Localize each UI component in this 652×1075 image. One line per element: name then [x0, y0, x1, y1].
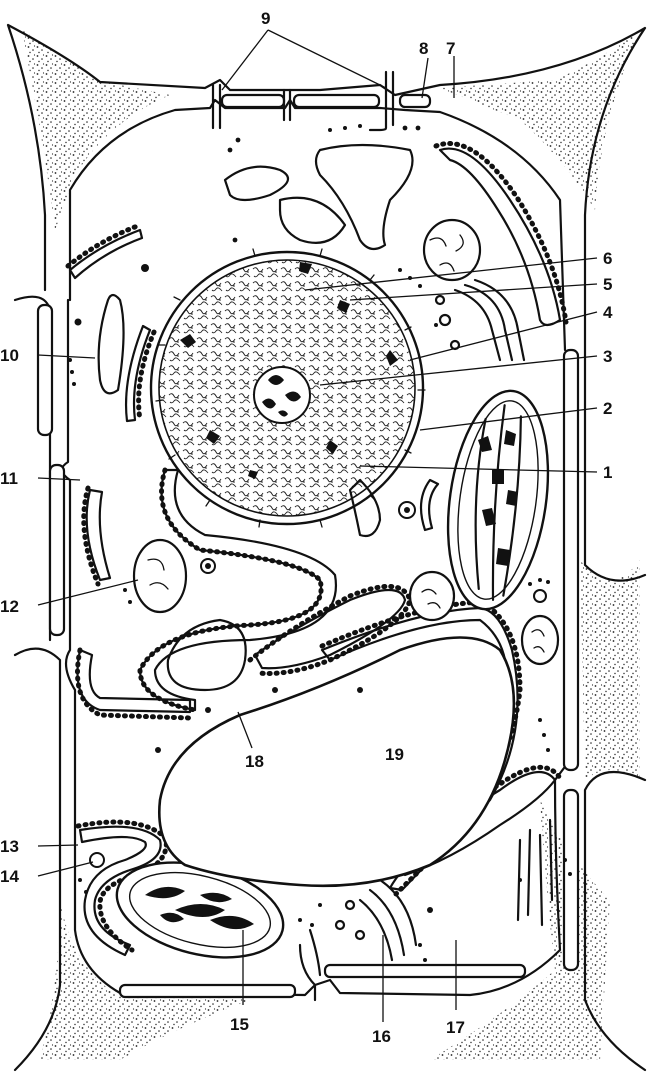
label-8: 8	[419, 39, 428, 58]
nucleolus	[253, 366, 311, 424]
plasmodesma-channel-bottom	[298, 928, 322, 1002]
er-ribosomes-10	[136, 329, 157, 423]
leader-18	[237, 711, 253, 749]
label-leaders	[37, 29, 598, 1022]
small-vacuoles	[89, 143, 547, 868]
chloroplast-lower	[115, 861, 285, 959]
intercellular-space-right-middle	[580, 560, 640, 780]
wall-segment-right-lower	[562, 788, 580, 972]
wall-segment-left-lower	[48, 463, 66, 637]
plasmodesma-wall-segment-2	[292, 93, 381, 109]
intercellular-space-top-right	[440, 30, 640, 210]
plasmodesma-wall-segment-3	[398, 93, 432, 109]
label-16: 16	[372, 1027, 391, 1046]
chloroplast-upper	[446, 389, 550, 611]
smooth-er-tubule-1	[97, 293, 125, 395]
plasmodesma-channel-3	[368, 70, 395, 132]
label-13: 13	[0, 837, 19, 856]
mitochondria	[132, 218, 560, 666]
leader-10	[37, 354, 96, 359]
er-cistern-8	[78, 825, 162, 957]
leader-14	[37, 861, 94, 877]
leader-4	[409, 311, 598, 361]
vesicle-2-core	[205, 563, 211, 569]
leader-9b	[267, 29, 387, 89]
er-ribosomes-2	[75, 647, 193, 721]
er-cistern-7	[68, 228, 144, 280]
label-17: 17	[446, 1018, 465, 1037]
golgi-apparatus-lower	[334, 878, 418, 962]
vesicle-1-core	[404, 507, 410, 513]
wall-segment-right	[562, 348, 580, 772]
mitochondrion-2	[132, 538, 188, 614]
label-5: 5	[603, 275, 612, 294]
er-cistern-10	[124, 324, 152, 423]
leader-6	[304, 257, 598, 291]
plasmodesma-channel-2	[282, 88, 292, 122]
er-ribosomes-6	[433, 140, 569, 325]
label-15: 15	[230, 1015, 249, 1034]
vesicle-3	[89, 852, 105, 868]
er-cistern-3	[85, 488, 112, 582]
cell-walls	[6, 23, 647, 1072]
label-6: 6	[603, 249, 612, 268]
leader-12	[37, 579, 139, 606]
mitochondrion-3	[408, 570, 456, 622]
er-cistern-4	[253, 589, 407, 670]
label-3: 3	[603, 347, 612, 366]
intercellular-space-bottom-left	[40, 900, 250, 1060]
label-9: 9	[261, 9, 270, 28]
free-ribosomes	[68, 124, 572, 962]
smooth-er-tubule-5	[419, 478, 440, 532]
label-14: 14	[0, 867, 19, 886]
er-ribosomes-3	[81, 485, 101, 587]
wall-segment-left-upper	[36, 303, 54, 437]
label-12: 12	[0, 597, 19, 616]
er-ribosomes-1	[137, 467, 324, 713]
cell-wall-outer	[6, 23, 647, 1072]
leader-13	[37, 844, 79, 847]
labels: 1 2 3 4 5 6 7 8 9 10 11 12 13 14 15 16 1…	[0, 9, 613, 1046]
label-18: 18	[245, 752, 264, 771]
plasmodesma-channel-1	[211, 83, 222, 130]
smooth-er-tubule-3	[278, 196, 347, 244]
label-4: 4	[603, 303, 613, 322]
wall-segment-bottom-left	[118, 983, 297, 999]
er-ribosomes-7	[65, 222, 143, 269]
mitochondrion-1	[422, 218, 482, 282]
leader-3	[319, 355, 598, 386]
label-11: 11	[0, 469, 18, 488]
golgi-apparatus-upper	[434, 278, 526, 362]
leader-2	[419, 407, 598, 431]
label-7: 7	[446, 39, 455, 58]
central-vacuole	[158, 636, 516, 888]
mitochondrion-4	[520, 614, 560, 666]
label-2: 2	[603, 399, 612, 418]
er-ribosomes-4	[247, 583, 413, 676]
nucleus	[149, 248, 426, 528]
vacuole-small-mid	[166, 618, 247, 692]
leader-1	[359, 465, 598, 473]
smooth-er-tubule-2	[223, 165, 290, 202]
vacuole-small-top	[314, 143, 414, 251]
leader-8	[421, 57, 429, 99]
leader-11	[37, 477, 81, 481]
smooth-er	[97, 165, 440, 538]
plasmodesma-wall-segment-1	[220, 93, 286, 109]
label-10: 10	[0, 346, 19, 365]
wall-segment-bottom-right	[323, 963, 527, 979]
smooth-er-tubule-4	[348, 478, 382, 538]
leader-9a	[221, 29, 269, 91]
label-1: 1	[603, 463, 612, 482]
label-19: 19	[385, 745, 404, 764]
tonoplast	[158, 636, 516, 888]
leader-5	[349, 283, 598, 301]
vesicle-4	[533, 589, 547, 603]
intercellular-space-top-left	[22, 30, 170, 230]
